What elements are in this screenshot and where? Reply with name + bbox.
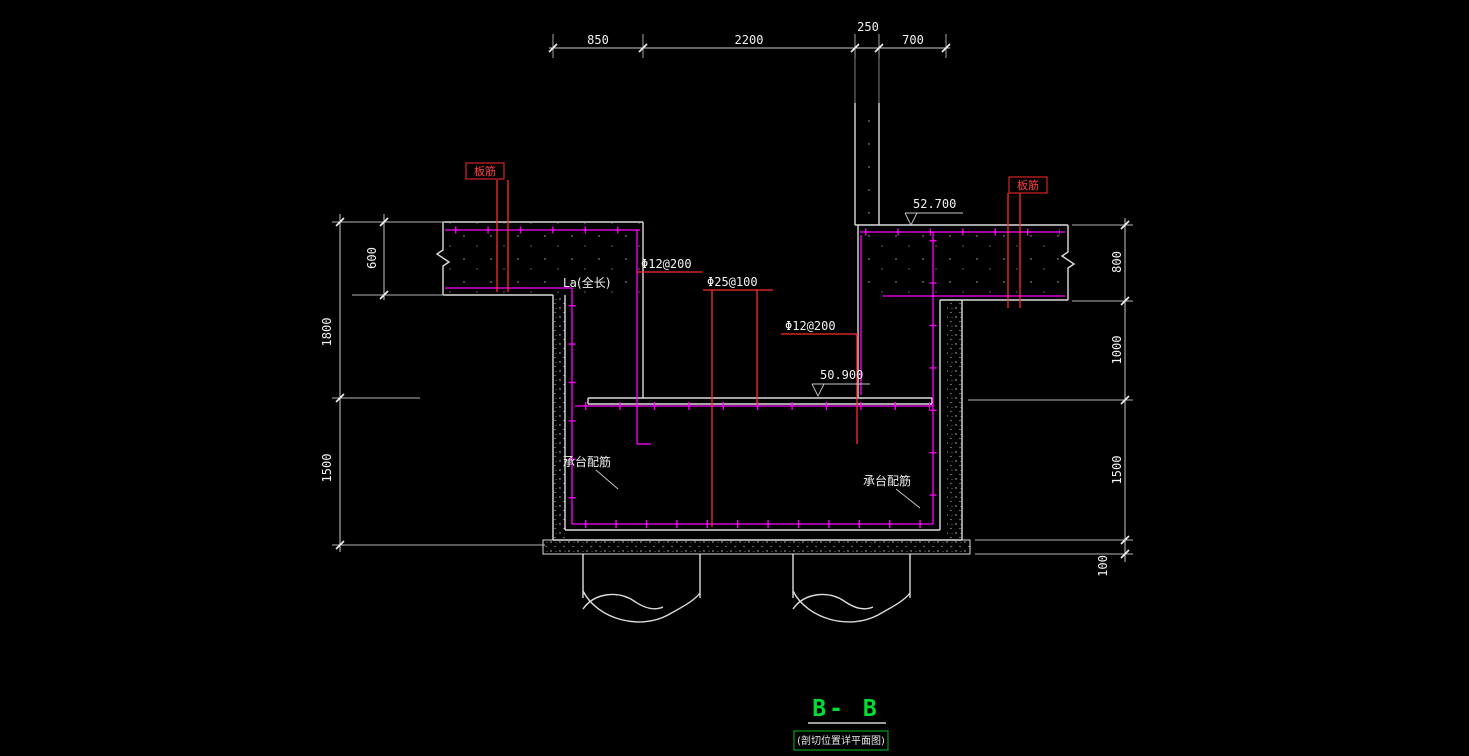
dim-right-100: 100 xyxy=(1096,555,1110,577)
left-dimension-chain: 600 1800 1500 xyxy=(320,214,545,552)
elevation-top-label: 52.700 xyxy=(913,197,956,211)
right-break-line xyxy=(1060,225,1076,300)
top-dimension-chain: 850 2200 250 700 xyxy=(548,20,951,103)
concrete-outline xyxy=(435,103,1076,541)
rebar-callouts: 板筋 板筋 Φ12@200 Φ25@100 Φ12@200 La(全长) 承台配… xyxy=(465,162,1048,509)
subtitle-box xyxy=(793,730,889,751)
section-title: B- B xyxy=(812,696,879,722)
dim-right-1000: 1000 xyxy=(1110,336,1124,365)
dim-left-1800: 1800 xyxy=(320,318,334,347)
column-hatch xyxy=(856,104,879,224)
rebar-magenta xyxy=(445,226,1065,528)
right-wall-hatch xyxy=(947,301,962,540)
phi12-mid-label: Φ12@200 xyxy=(785,319,836,333)
elevation-mid-label: 50.900 xyxy=(820,368,863,382)
concrete-hatching xyxy=(444,104,1067,555)
dim-right-1500: 1500 xyxy=(1110,456,1124,485)
cap-rebar-right-label: 承台配筋 xyxy=(863,473,911,488)
slab-rebar-right-box xyxy=(1008,176,1048,194)
elevation-top-symbol xyxy=(904,212,918,227)
phi12-top-label: Φ12@200 xyxy=(641,257,692,271)
cap-rebar-left-label: 承台配筋 xyxy=(563,454,611,469)
dim-right-800: 800 xyxy=(1110,251,1124,273)
left-slab-hatch xyxy=(444,223,640,294)
piles xyxy=(582,554,911,623)
left-wall-hatch xyxy=(553,296,565,540)
elevation-mid-symbol xyxy=(811,383,825,398)
anchor-length-label: La(全长) xyxy=(563,275,610,290)
dim-top-2200: 2200 xyxy=(735,33,764,47)
slab-rebar-left-box xyxy=(465,162,505,180)
rebar-red xyxy=(496,180,1021,527)
title-block: B- B (剖切位置详平面图) xyxy=(793,696,889,751)
dim-top-700: 700 xyxy=(902,33,924,47)
phi25-label: Φ25@100 xyxy=(707,275,758,289)
lean-concrete-layer xyxy=(542,539,971,555)
section-subtitle: (剖切位置详平面图) xyxy=(797,734,885,747)
pile-right-break xyxy=(792,590,911,623)
pile-left-break xyxy=(582,590,701,623)
slab-rebar-right-label: 板筋 xyxy=(1017,178,1039,192)
slab-rebar-left-label: 板筋 xyxy=(474,164,496,178)
dim-top-250: 250 xyxy=(857,20,879,34)
right-dimension-chain: 800 1000 1500 100 xyxy=(968,218,1133,577)
elevation-markers: 52.700 50.900 xyxy=(811,197,963,398)
right-slab-hatch xyxy=(856,226,1067,299)
left-break-line xyxy=(435,222,451,295)
dim-left-1500: 1500 xyxy=(320,454,334,483)
dim-left-600: 600 xyxy=(365,247,379,269)
dim-top-850: 850 xyxy=(587,33,609,47)
